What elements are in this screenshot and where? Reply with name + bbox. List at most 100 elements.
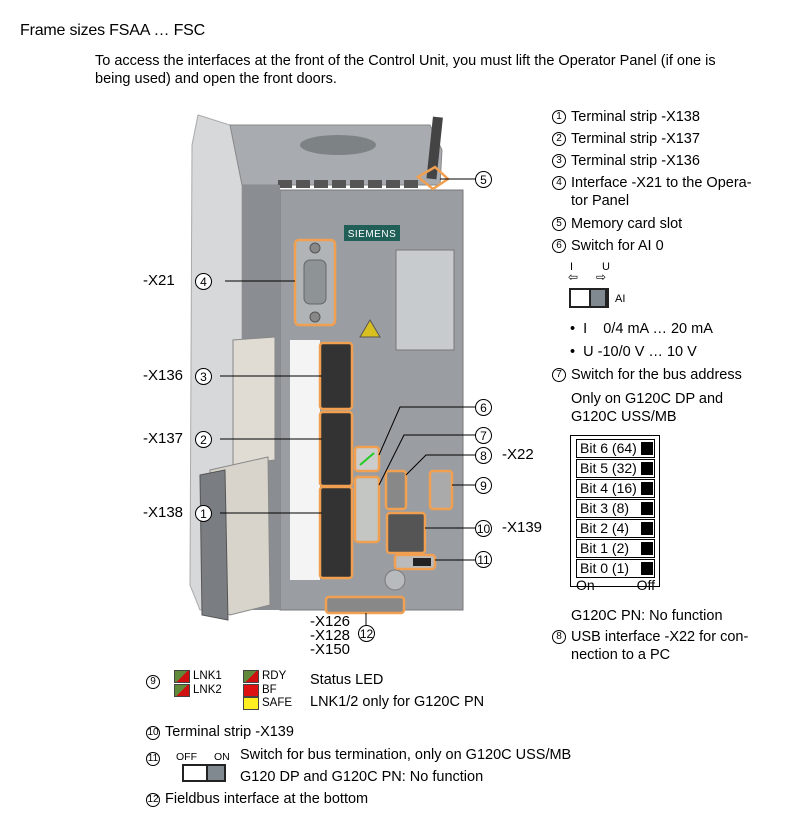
label-x126: -X126 [310, 613, 351, 630]
brand-text: SIEMENS [348, 229, 397, 240]
legend-text: Memory card slot [571, 216, 683, 232]
item-12: 12 Fieldbus interface at the bottom [146, 791, 368, 807]
x137-strip [318, 410, 354, 488]
legend-num: 1 [552, 110, 566, 124]
callout-num-3: 3 [195, 368, 212, 385]
bus-address-bit-table: Bit 6 (64) Bit 5 (32) Bit 4 (16) Bit 3 (… [570, 435, 660, 592]
legend-text: Switch for the bus address [571, 367, 742, 383]
callout-num-10: 10 [475, 520, 492, 537]
ai-range-current: • I 0/4 mA … 20 mA [570, 320, 713, 338]
callout-num-8: 8 [475, 447, 492, 464]
item-text: Fieldbus interface at the bottom [165, 791, 369, 807]
ai-switch-graphic [569, 288, 609, 308]
bf-label: BF [262, 683, 277, 696]
x21-port [303, 259, 327, 305]
bottom-interface-labels: -X126 -X128 -X150 [310, 613, 351, 657]
lnk1-label: LNK1 [193, 670, 222, 683]
off-label: Off [636, 577, 655, 593]
bf-led-icon [243, 683, 259, 697]
pn-no-function-note: G120C PN: No function [571, 608, 723, 624]
lnk1-led-icon [174, 670, 190, 684]
legend-item-4: 4 Interface -X21 to the Opera- tor Panel [552, 174, 752, 210]
termination-on-label: ON [214, 751, 230, 763]
bit-row: Bit 5 (32) [576, 459, 655, 478]
bit-row: Bit 2 (4) [576, 519, 655, 538]
on-label: On [576, 577, 595, 593]
legend-num: 5 [552, 217, 566, 231]
lnk2-label: LNK2 [193, 683, 222, 696]
bullet: • [570, 321, 584, 337]
bit-table-footer: On Off [576, 578, 655, 592]
status-led-title: Status LED [310, 672, 384, 688]
callout-num-11: 11 [475, 551, 492, 568]
item-num: 12 [146, 793, 160, 807]
safe-led-icon [243, 696, 259, 710]
termination-text-2: G120 DP and G120C PN: No function [240, 769, 484, 785]
legend-num: 7 [552, 368, 566, 382]
legend-text: Terminal strip -X138 [571, 109, 700, 125]
rdy-led-icon [243, 670, 259, 684]
callout-label-x22: -X22 [502, 446, 534, 463]
link-leds: LNK1 LNK2 [174, 670, 222, 697]
status-leds [428, 469, 454, 511]
callout-num-2: 2 [195, 431, 212, 448]
termination-text-1: Switch for bus termination, only on G120… [240, 747, 572, 763]
item-11-num-wrap: 11 [146, 748, 160, 766]
intro-paragraph: To access the interfaces at the front of… [95, 53, 716, 87]
ai-range-current-text: I 0/4 mA … 20 mA [583, 321, 713, 337]
callout-num-5: 5 [475, 171, 492, 188]
safe-label: SAFE [262, 696, 293, 709]
callout-label-x139: -X139 [502, 519, 543, 536]
terminal-strips [290, 340, 354, 580]
ai-switch-current-label: I [570, 261, 574, 273]
fan-vent [300, 135, 376, 155]
legend-text: USB interface -X22 for con- nection to a… [571, 629, 749, 663]
legend-num: 4 [552, 176, 566, 190]
callout-label-x137: -X137 [143, 430, 184, 447]
status-led-note: LNK1/2 only for G120C PN [310, 694, 485, 710]
bit-row: Bit 6 (64) [576, 439, 655, 458]
callout-num-4: 4 [195, 273, 212, 290]
bus-address-note: Only on G120C DP and G120C USS/MB [571, 391, 724, 425]
label-x128: -X128 [310, 627, 351, 644]
callout-num-12: 12 [358, 625, 375, 642]
vent-slots [278, 180, 418, 188]
upper-door [232, 336, 276, 466]
legend-text: Terminal strip -X137 [571, 131, 700, 147]
legend-text: Terminal strip -X136 [571, 153, 700, 169]
legend-text: Interface -X21 to the Opera- tor Panel [571, 175, 752, 209]
legend-num: 8 [552, 630, 566, 644]
item-11-num: 11 [146, 752, 160, 766]
termination-off-label: OFF [176, 751, 197, 763]
rating-plate [395, 249, 455, 351]
callout-num-1: 1 [195, 505, 212, 522]
legend-text: Switch for AI 0 [571, 238, 664, 254]
callout-num-7: 7 [475, 427, 492, 444]
arrow-left-icon: ⇦ [568, 270, 579, 284]
callout-label-x138: -X138 [143, 504, 184, 521]
bullet: • [570, 344, 584, 360]
bit-row: Bit 0 (1) [576, 559, 655, 578]
ai-range-voltage: • U -10/0 V … 10 V [570, 343, 697, 361]
memory-card [426, 116, 443, 180]
callout-num-9: 9 [475, 477, 492, 494]
item-num: 10 [146, 726, 160, 740]
callout-label-x21: -X21 [143, 272, 175, 289]
callout-label-x136: -X136 [143, 367, 184, 384]
item-10: 10 Terminal strip -X139 [146, 724, 294, 740]
legend-num: 2 [552, 132, 566, 146]
status-led-num-wrap: 9 [146, 671, 160, 689]
ai-range-voltage-text: U -10/0 V … 10 V [583, 344, 697, 360]
legend-item-2: 2 Terminal strip -X137 [552, 130, 700, 148]
legend-item-8: 8 USB interface -X22 for con- nection to … [552, 628, 748, 664]
bit-row: Bit 1 (2) [576, 539, 655, 558]
ground-screw [384, 569, 406, 591]
top-cover [229, 124, 443, 186]
ai-switch-voltage-label: U [602, 261, 610, 273]
status-led-num: 9 [146, 675, 160, 689]
item-text: Terminal strip -X139 [165, 724, 294, 740]
legend-item-7: 7 Switch for the bus address [552, 366, 742, 384]
usb-port [384, 469, 408, 511]
termination-switch-graphic [182, 764, 226, 782]
